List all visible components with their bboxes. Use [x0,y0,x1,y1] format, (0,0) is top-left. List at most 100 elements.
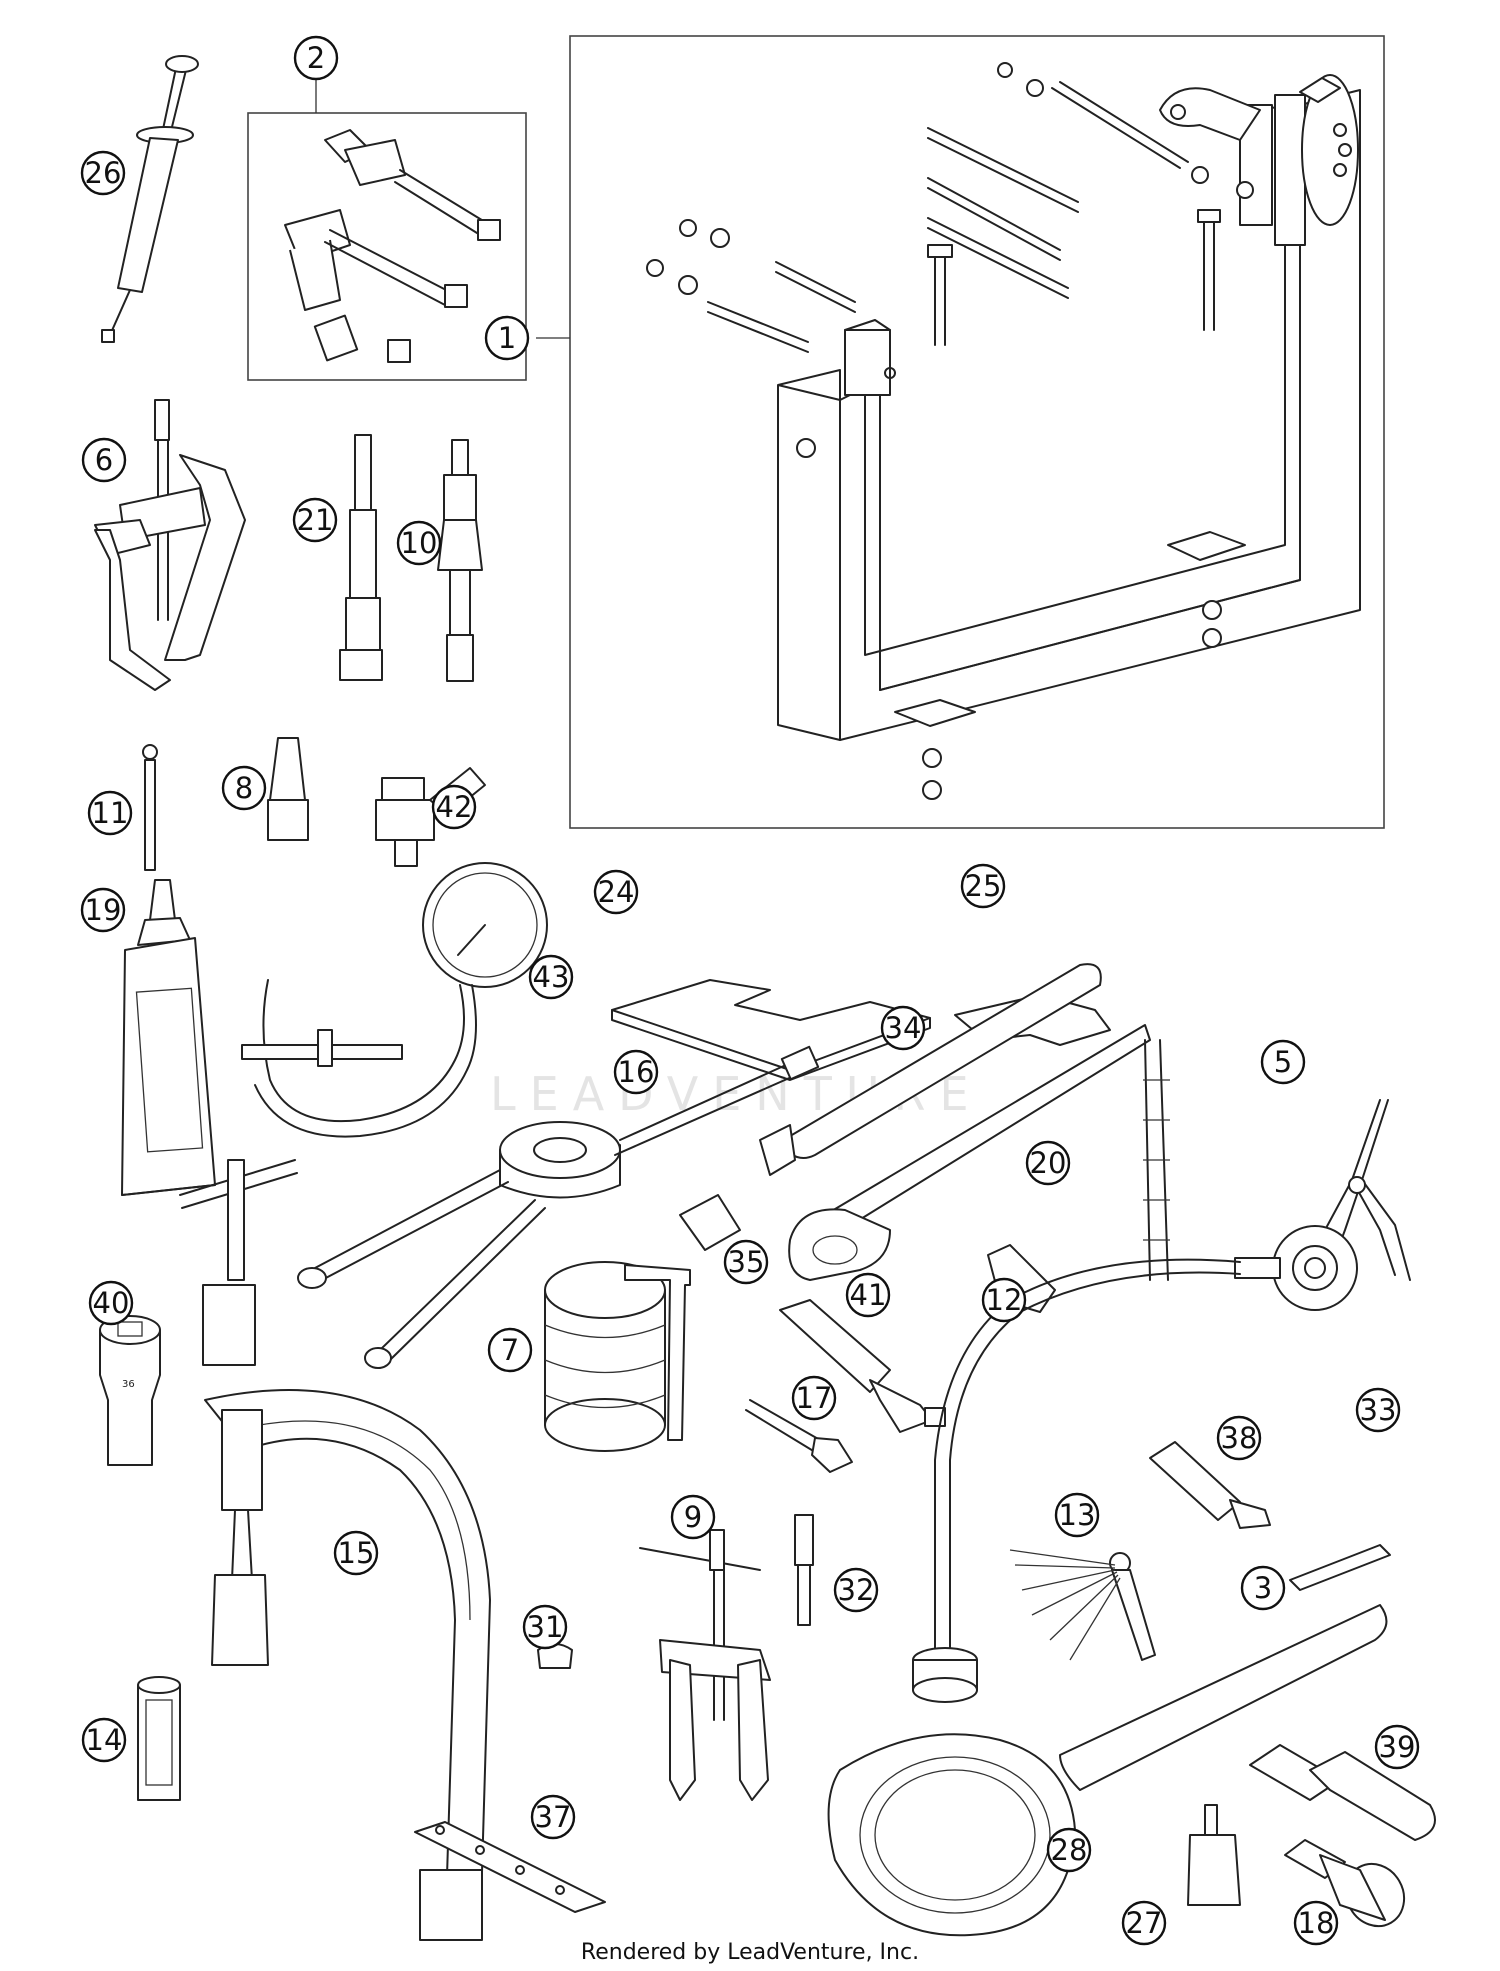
callout-label-12: 12 [986,1283,1023,1317]
callout-circle-35 [723,1239,769,1285]
callout-circle-13 [1054,1492,1100,1538]
callout-label-16: 16 [618,1055,655,1089]
callout-25: 25 [960,863,1006,909]
pressure-gauge-43-illustration [241,862,548,1138]
callout-label-17: 17 [796,1381,833,1415]
callout-2: 2 [293,35,339,81]
callout-12: 12 [981,1277,1027,1323]
callout-34: 34 [880,1005,926,1051]
callout-circle-24 [593,869,639,915]
callout-24: 24 [593,869,639,915]
callout-circle-21 [292,497,338,543]
callout-circle-19 [80,887,126,933]
callout-label-11: 11 [92,796,129,830]
callout-8: 8 [221,765,267,811]
callout-circle-41 [845,1272,891,1318]
callout-13: 13 [1054,1492,1100,1538]
callout-label-14: 14 [86,1723,123,1757]
callout-label-20: 20 [1030,1146,1067,1180]
callout-circle-43 [528,954,574,1000]
callout-circle-26 [80,150,126,196]
callout-28: 28 [1046,1827,1092,1873]
sleeve-35-illustration [679,1194,741,1251]
feeler-gauge-13-illustration [1009,1549,1156,1661]
callout-circle-37 [530,1794,576,1840]
callout-39: 39 [1374,1724,1420,1770]
socket-marking: 36 [122,1379,135,1390]
strip-3-illustration [1289,1544,1391,1591]
callout-label-9: 9 [684,1500,702,1534]
adhesive-bottle-27-illustration [1187,1804,1241,1906]
callout-label-24: 24 [598,875,635,909]
callout-circle-33 [1355,1387,1401,1433]
bearing-extractor-10-illustration [437,439,483,682]
callout-41: 41 [845,1272,891,1318]
callout-label-26: 26 [85,156,122,190]
callout-label-2: 2 [307,41,325,75]
callout-17: 17 [791,1375,837,1421]
callout-label-28: 28 [1051,1833,1088,1867]
callout-circle-20 [1025,1140,1071,1186]
footer-credit: Rendered by LeadVenture, Inc. [580,1940,920,1965]
callout-label-40: 40 [93,1286,130,1320]
cone-8-illustration [267,737,309,841]
engine-stand-illustration [646,62,1361,800]
callout-42: 42 [431,784,477,830]
sealant-tube-19-illustration [121,879,216,1196]
callout-18: 18 [1293,1900,1339,1946]
callout-circle-12 [981,1277,1027,1323]
callout-label-7: 7 [501,1333,519,1367]
chain-wrench-20-illustration [788,1024,1170,1281]
puller-9-illustration [639,1529,771,1801]
lever-34-illustration [759,963,1102,1176]
tool-41-illustration [779,1299,946,1433]
callout-circle-14 [81,1717,127,1763]
dial-gauge-33-illustration [912,1225,1358,1703]
callout-circle-6 [81,437,127,483]
callout-3: 3 [1240,1565,1286,1611]
callout-circle-7 [487,1327,533,1373]
callout-circle-38 [1216,1415,1262,1461]
callout-label-5: 5 [1274,1045,1292,1079]
callout-16: 16 [613,1049,659,1095]
cage-14-illustration [137,1676,181,1801]
callout-19: 19 [80,887,126,933]
callout-circle-32 [833,1567,879,1613]
callout-label-10: 10 [401,526,438,560]
holder-16-illustration [297,1045,820,1369]
callout-circle-28 [1046,1827,1092,1873]
socket-40-illustration: 36 [99,1315,161,1466]
callout-7: 7 [487,1327,533,1373]
bar-37-illustration [414,1821,606,1913]
holder-wrench-28-illustration [827,1604,1388,1937]
group-2-frame [247,112,527,381]
callout-circle-39 [1374,1724,1420,1770]
callout-circle-17 [791,1375,837,1421]
callout-circle-2 [293,35,339,81]
callout-15: 15 [333,1530,379,1576]
callout-5: 5 [1260,1039,1306,1085]
callout-label-13: 13 [1059,1498,1096,1532]
pin-tool-17-illustration [745,1399,853,1473]
callout-10: 10 [396,520,442,566]
callout-circle-9 [670,1494,716,1540]
callout-20: 20 [1025,1140,1071,1186]
callout-label-42: 42 [436,790,473,824]
callout-label-32: 32 [838,1573,875,1607]
callout-circle-11 [87,790,133,836]
callout-label-19: 19 [85,893,122,927]
callout-label-25: 25 [965,869,1002,903]
callout-11: 11 [87,790,133,836]
callout-label-8: 8 [235,771,253,805]
callout-circle-16 [613,1049,659,1095]
adapter-set-illustration [284,129,501,363]
callout-circle-27 [1121,1900,1167,1946]
callout-40: 40 [88,1280,134,1326]
puller-illustration [94,399,246,691]
callout-label-3: 3 [1254,1571,1272,1605]
callout-32: 32 [833,1567,879,1613]
callout-35: 35 [723,1239,769,1285]
callout-label-34: 34 [885,1011,922,1045]
